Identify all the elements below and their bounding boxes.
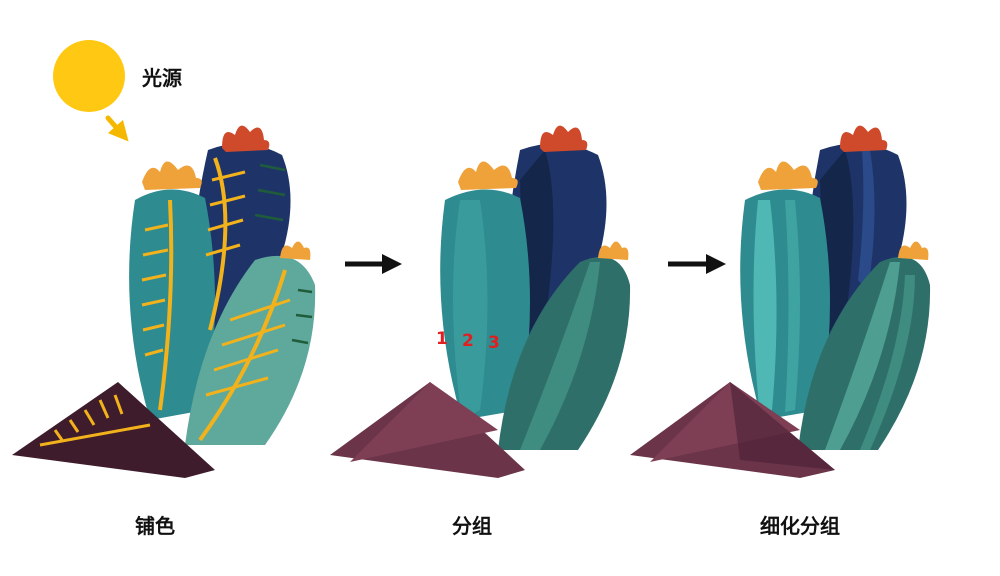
light-direction-arrow (105, 115, 129, 142)
group-number-2: 2 (462, 331, 474, 351)
group-number-1: 1 (436, 329, 448, 349)
cactus-flat-color (12, 125, 316, 478)
light-source-label: 光源 (142, 66, 182, 90)
step-label-flat-color: 铺色 (135, 514, 175, 538)
group-numbers: 1 2 3 (436, 329, 500, 353)
cactus-refined (630, 125, 931, 478)
sun-icon (53, 40, 125, 112)
step-label-grouping: 分组 (452, 514, 492, 538)
cactus-grouped (330, 125, 631, 478)
group-number-3: 3 (488, 333, 500, 353)
step-label-refined-grouping: 细化分组 (760, 514, 840, 538)
